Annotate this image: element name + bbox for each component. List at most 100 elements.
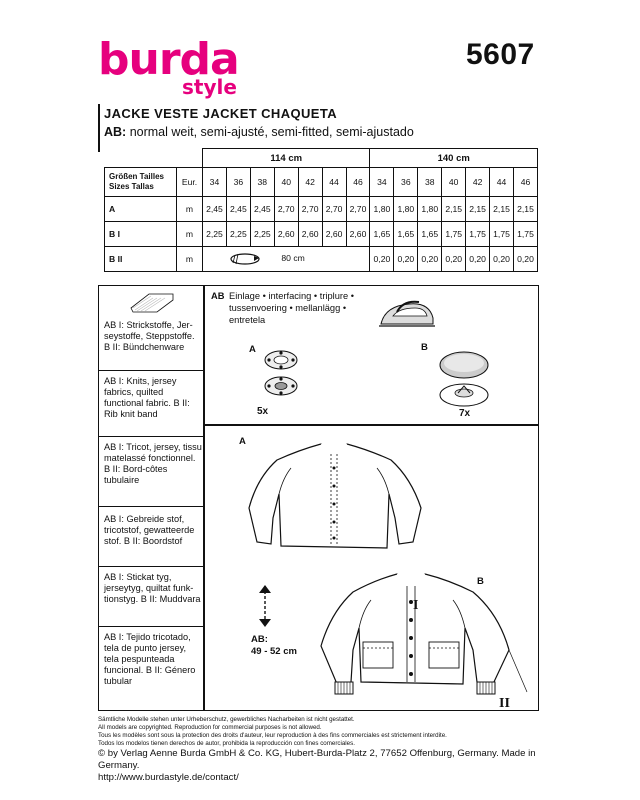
covered-button-icon xyxy=(439,351,489,407)
size-cell: 36 xyxy=(225,167,251,197)
fabric-text-en: AB I: Knits, jersey fabrics, quilted fun… xyxy=(104,376,190,419)
value-cell: 0,20 xyxy=(393,246,419,272)
rib-band-length-cell: 80 cm xyxy=(201,246,371,272)
size-cell: 40 xyxy=(273,167,299,197)
footer-line-es: Todos los modelos tienen derechos de aut… xyxy=(98,740,355,747)
size-cell: 44 xyxy=(489,167,514,197)
row-label: A xyxy=(104,196,177,222)
value-cell: 2,45 xyxy=(249,196,275,222)
rib-band-length: 80 cm xyxy=(281,253,305,264)
value-cell: 2,60 xyxy=(321,221,347,247)
burda-style-logo: burda style xyxy=(98,36,248,106)
view-b-label: B xyxy=(477,576,484,587)
value-cell: 2,45 xyxy=(225,196,251,222)
jacket-view-b-drawing xyxy=(320,573,528,695)
value-cell: 2,45 xyxy=(202,196,227,222)
table-corner xyxy=(104,148,203,168)
fabric-divider xyxy=(99,436,203,437)
jacket-view-a-drawing xyxy=(248,443,422,549)
size-cell: 34 xyxy=(369,167,395,197)
row-unit: m xyxy=(176,196,203,222)
notions-line: entretela xyxy=(229,315,266,325)
value-cell: 0,20 xyxy=(465,246,491,272)
snaps-quantity: 5x xyxy=(257,406,269,417)
value-cell: 1,65 xyxy=(369,221,395,247)
notions-line: tussenvoering • mellanlägg • xyxy=(229,303,347,313)
size-cell: 36 xyxy=(393,167,419,197)
size-cell: 46 xyxy=(512,167,539,197)
value-cell: 0,20 xyxy=(489,246,514,272)
panel-divider-horizontal xyxy=(203,424,539,426)
fabric-width-row: 114 cm 140 cm xyxy=(104,148,538,168)
value-cell: 1,65 xyxy=(417,221,443,247)
details-panel: AB I: Strickstoffe, Jer-seystoffe, Stepp… xyxy=(98,285,539,711)
panel-divider-vertical xyxy=(203,286,205,710)
footer-copyright: © by Verlag Aenne Burda GmbH & Co. KG, H… xyxy=(98,748,536,771)
value-cell: 1,80 xyxy=(393,196,419,222)
part-ii-label: II xyxy=(499,696,510,711)
part-i-label: I xyxy=(413,598,419,613)
size-unit-label: Eur. xyxy=(176,167,203,197)
view-a-label: A xyxy=(239,436,246,447)
fabric-divider xyxy=(99,566,203,567)
length-arrow-icon xyxy=(259,585,271,627)
yardage-row-b-i: B I m 2,25 2,25 2,25 2,60 2,60 2,60 2,60… xyxy=(104,221,539,247)
fit-prefix: AB: xyxy=(104,125,127,139)
fabric-text-fr: AB I: Tricot, jersey, tissu matelassé fo… xyxy=(104,442,202,485)
size-label-cell: Größen Tailles Sizes Tallas xyxy=(104,167,177,197)
length-info: AB: 49 - 52 cm xyxy=(251,634,297,658)
size-label-line-2: Sizes Tallas xyxy=(109,182,154,191)
footer-line-en: All models are copyrighted. Reproduction… xyxy=(98,724,322,731)
fabric-width-140: 140 cm xyxy=(369,148,538,168)
size-label-line-1: Größen Tailles xyxy=(109,172,164,181)
value-cell: 2,70 xyxy=(345,196,371,222)
title-bar-divider xyxy=(98,104,100,152)
value-cell: 1,80 xyxy=(369,196,395,222)
logo-main-text: burda xyxy=(98,34,240,85)
value-cell: 0,20 xyxy=(512,246,539,272)
row-label: B I xyxy=(104,221,177,247)
value-cell: 1,75 xyxy=(512,221,539,247)
size-cell: 42 xyxy=(297,167,323,197)
garment-title: JACKE VESTE JACKET CHAQUETA xyxy=(104,106,338,121)
value-cell: 2,15 xyxy=(465,196,491,222)
size-row: Größen Tailles Sizes Tallas Eur. 34 36 3… xyxy=(104,167,539,197)
fit-text: normal weit, semi-ajusté, semi-fitted, s… xyxy=(126,125,414,139)
iron-icon xyxy=(379,300,435,327)
row-unit: m xyxy=(176,246,203,272)
fabric-text-nl: AB I: Gebreide stof, tricotstof, gewatte… xyxy=(104,514,195,546)
value-cell: 0,20 xyxy=(417,246,443,272)
value-cell: 1,75 xyxy=(489,221,514,247)
notions-prefix: AB xyxy=(211,291,225,301)
fit-description: AB: normal weit, semi-ajusté, semi-fitte… xyxy=(104,125,414,139)
rib-knit-loop-icon xyxy=(230,253,260,265)
size-cell: 46 xyxy=(345,167,371,197)
footer-url[interactable]: http://www.burdastyle.de/contact/ xyxy=(98,772,239,783)
size-cell: 34 xyxy=(202,167,227,197)
row-unit: m xyxy=(176,221,203,247)
value-cell: 2,70 xyxy=(297,196,323,222)
snaps-label: A xyxy=(249,344,256,355)
value-cell: 2,15 xyxy=(441,196,467,222)
yardage-table: 114 cm 140 cm Größen Tailles Sizes Talla… xyxy=(104,148,539,272)
value-cell: 0,20 xyxy=(369,246,395,272)
value-cell: 0,20 xyxy=(441,246,467,272)
value-cell: 1,65 xyxy=(393,221,419,247)
footer-line-de: Sämtliche Modelle stehen unter Urhebersc… xyxy=(98,716,355,723)
value-cell: 2,70 xyxy=(321,196,347,222)
value-cell: 2,70 xyxy=(273,196,299,222)
buttons-label: B xyxy=(421,342,428,353)
footer-line-fr: Tous les modèles sont sous la protection… xyxy=(98,732,447,739)
fabric-text-es: AB I: Tejido tricotado, tela de punto je… xyxy=(104,632,196,686)
notions-line: Einlage • interfacing • triplure • xyxy=(229,291,355,301)
length-value: 49 - 52 cm xyxy=(251,646,297,657)
value-cell: 2,25 xyxy=(202,221,227,247)
yardage-row-a: A m 2,45 2,45 2,45 2,70 2,70 2,70 2,70 1… xyxy=(104,196,539,222)
fabric-swatch-icon xyxy=(130,293,174,313)
size-cell: 40 xyxy=(441,167,467,197)
value-cell: 2,60 xyxy=(297,221,323,247)
value-cell: 2,60 xyxy=(273,221,299,247)
value-cell: 2,60 xyxy=(345,221,371,247)
logo-sub-text: style xyxy=(182,75,237,99)
size-cell: 42 xyxy=(465,167,491,197)
